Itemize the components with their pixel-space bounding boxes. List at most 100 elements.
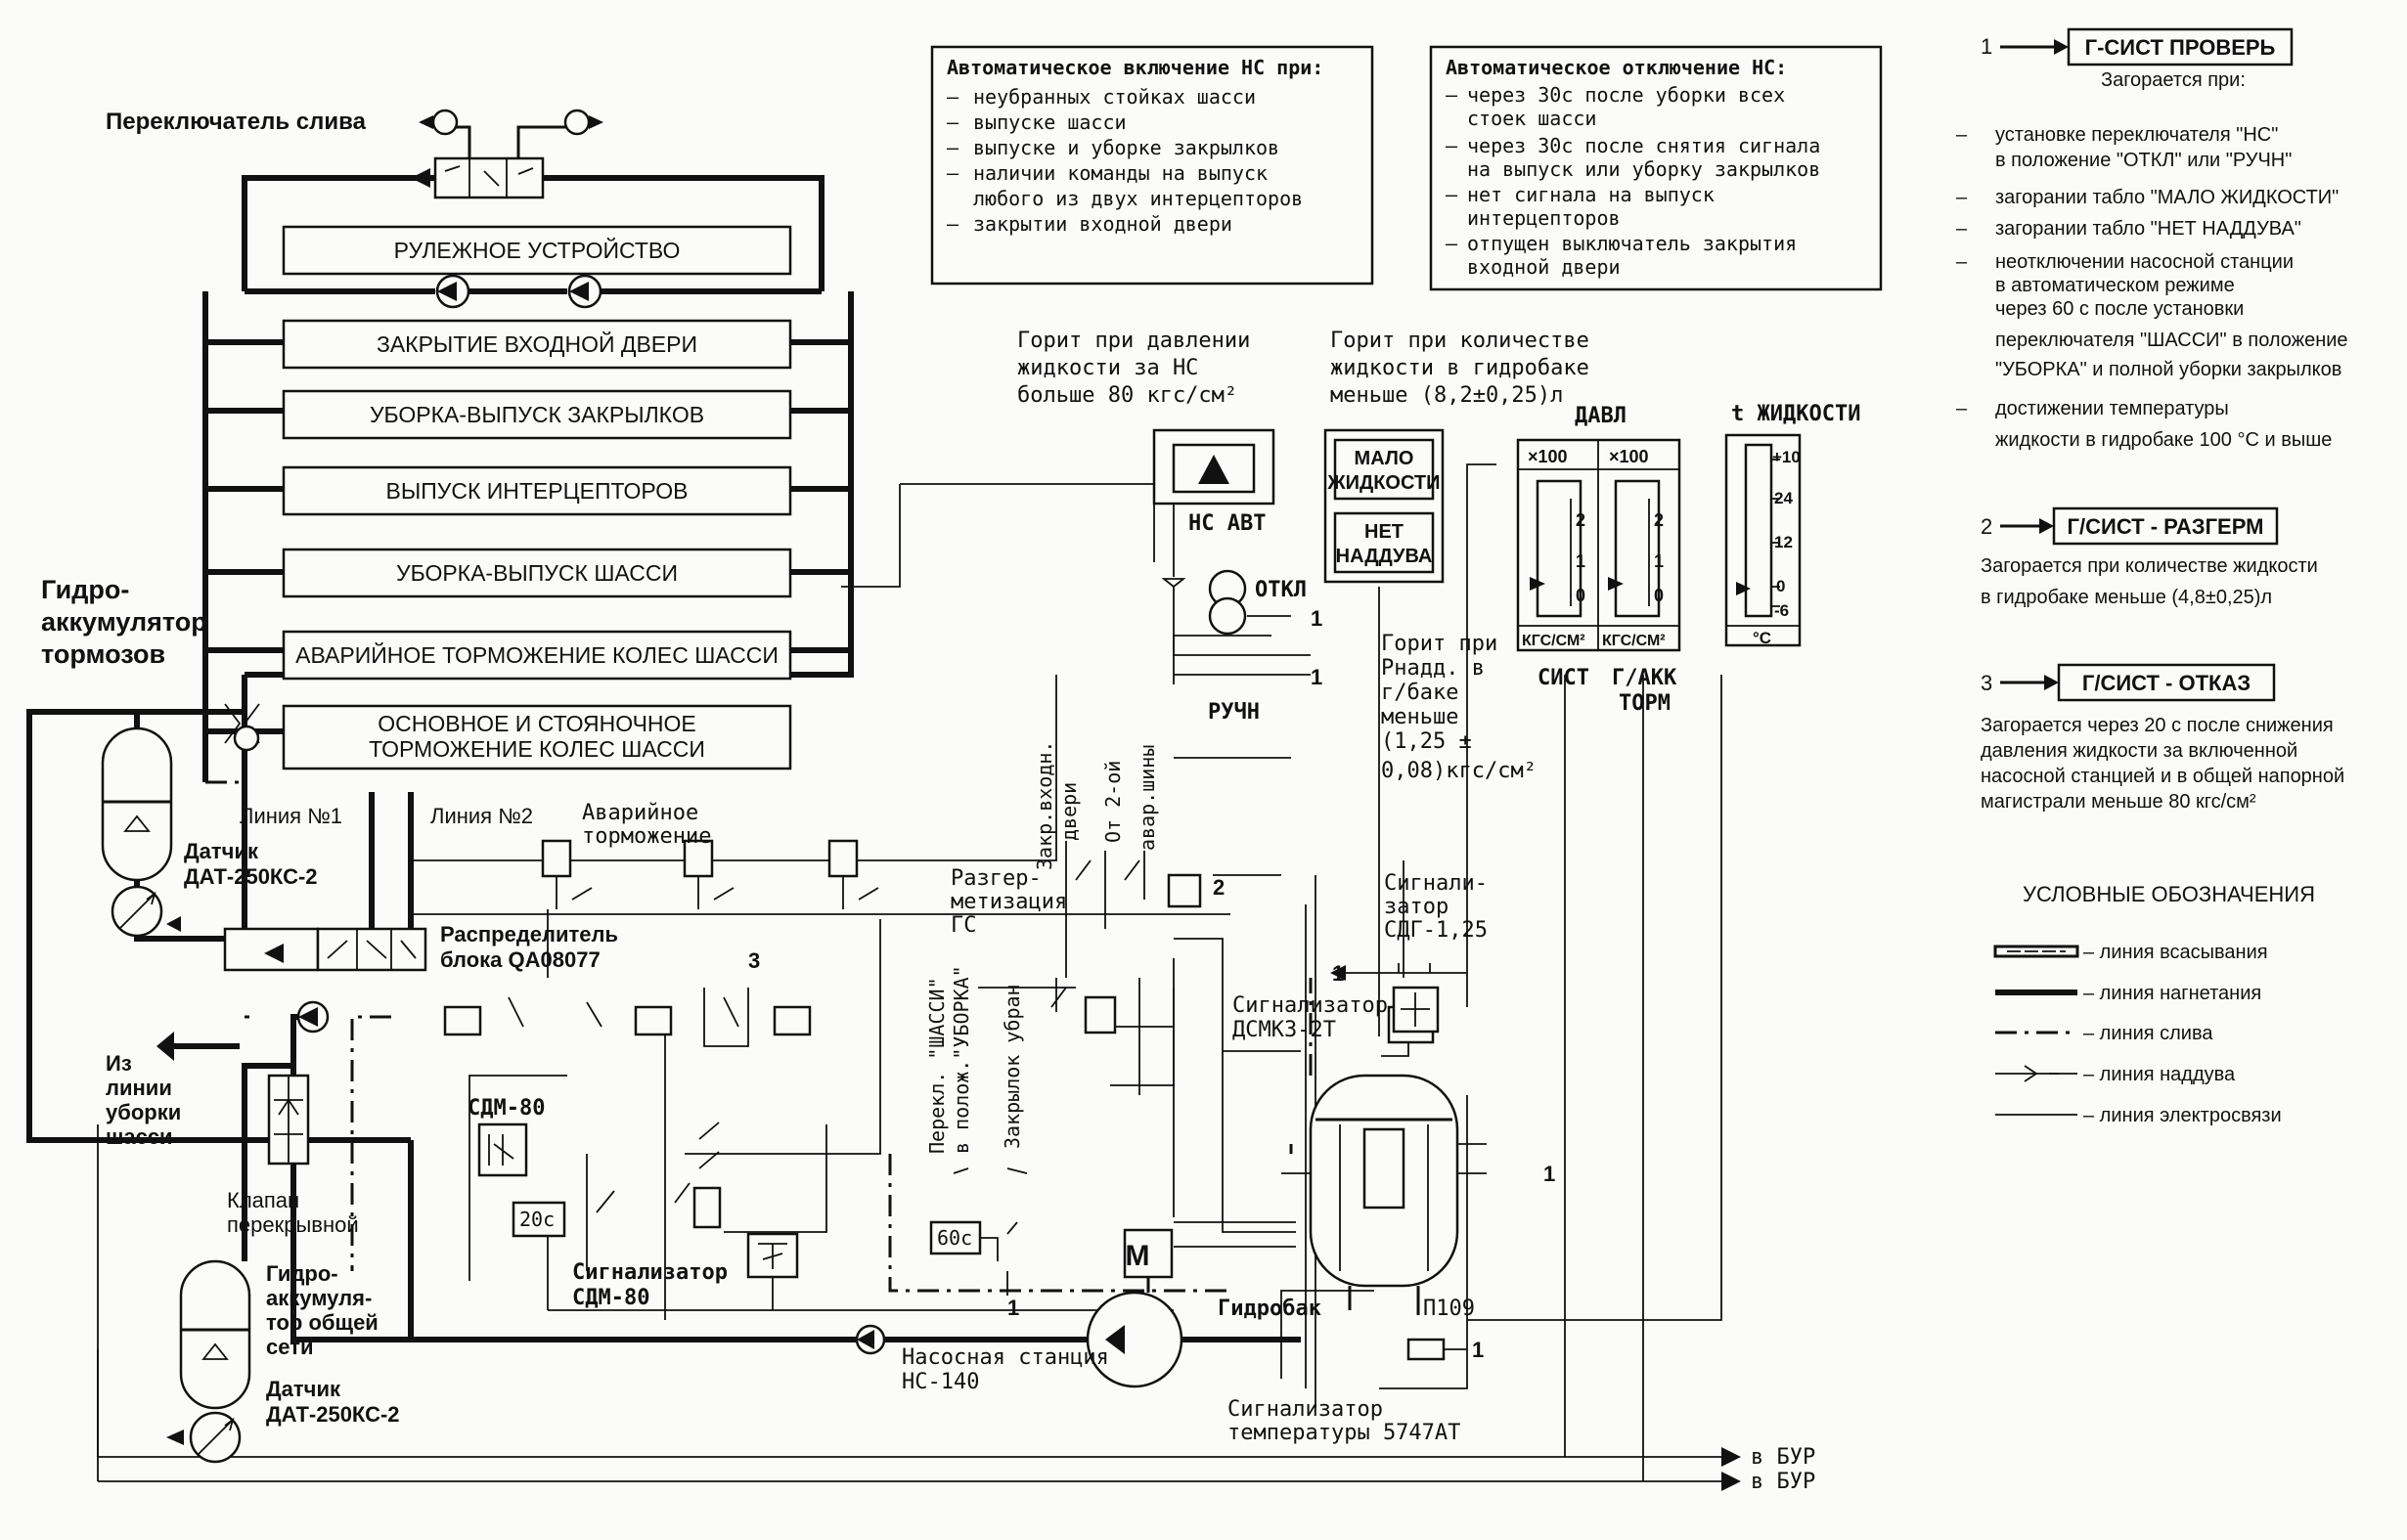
- svg-text:–: –: [1446, 232, 1458, 255]
- sdm80-gauge: [477, 1122, 528, 1177]
- svg-text:в автоматическом режиме: в автоматическом режиме: [1995, 275, 2235, 296]
- legend-1-subtitle: Загорается при:: [2101, 69, 2246, 91]
- no-boost-line2: НАДДУВА: [1336, 546, 1433, 567]
- sdm80-signaler-label: Сигнализатор СДМ-80: [572, 1260, 728, 1310]
- line1-label: Линия №1: [240, 804, 342, 828]
- svg-text:загорании табло "МАЛО ЖИДКОСТИ: загорании табло "МАЛО ЖИДКОСТИ": [1995, 187, 2339, 208]
- relay-block: [443, 839, 1202, 1310]
- svg-text:– линия электросвязи: – линия электросвязи: [2083, 1105, 2282, 1126]
- svg-text:нет сигнала на выпуск: нет сигнала на выпуск: [1467, 183, 1715, 206]
- warning-panel-labels: МАЛО ЖИДКОСТИ НЕТ НАДДУВА: [1327, 448, 1441, 567]
- svg-text:температуры 5747АТ: температуры 5747АТ: [1227, 1421, 1460, 1445]
- svg-text:Горит при давлении: Горит при давлении: [1017, 329, 1250, 353]
- svg-text:Закр.входн.: Закр.входн.: [1033, 741, 1056, 870]
- svg-text:через 60 с после установки: через 60 с после установки: [1995, 298, 2244, 320]
- ns-avt-lamp: [1152, 428, 1291, 636]
- svg-text:жидкости в гидробаке: жидкости в гидробаке: [1330, 356, 1589, 380]
- line-symbols: [1993, 945, 2079, 1116]
- distributor-valve: [223, 927, 427, 972]
- svg-text:ГС: ГС: [951, 913, 977, 938]
- svg-text:затор: затор: [1384, 895, 1449, 919]
- svg-text:переключателя "ШАССИ" в положе: переключателя "ШАССИ" в положение: [1995, 330, 2348, 351]
- svg-text:0: 0: [1654, 586, 1664, 605]
- svg-text:входной двери: входной двери: [1467, 255, 1621, 279]
- line-symbol-labels: – линия всасывания – линия нагнетания – …: [2083, 942, 2282, 1126]
- legend-2-num: 2: [1981, 514, 1992, 539]
- svg-text:– линия слива: – линия слива: [2083, 1023, 2213, 1044]
- svg-text:Автоматическое включение НС пр: Автоматическое включение НС при:: [947, 56, 1323, 79]
- gauge-x100-left: ×100: [1528, 447, 1568, 466]
- svg-text:1: 1: [1472, 1338, 1484, 1362]
- svg-text:г/баке: г/баке: [1381, 681, 1458, 705]
- svg-text:–: –: [1956, 187, 1968, 208]
- svg-text:жидкости за НС: жидкости за НС: [1017, 356, 1198, 380]
- svg-text:Из: Из: [106, 1051, 132, 1076]
- svg-text:Распределитель: Распределитель: [440, 922, 618, 946]
- pump-station: [855, 1228, 1301, 1388]
- shutoff-valve-label: Клапан перекрывной: [227, 1188, 359, 1237]
- pressure-sensor-top: [111, 885, 181, 938]
- svg-text:– линия наддува: – линия наддува: [2083, 1064, 2236, 1085]
- svg-text:Сигнализатор: Сигнализатор: [1232, 993, 1388, 1018]
- legend-1-bullets: –установке переключателя "НС" в положени…: [1956, 124, 2348, 451]
- gauge-unit-right: КГС/СМ²: [1602, 633, 1666, 649]
- brake-accumulator-label: Гидро- аккумулятор тормозов: [41, 575, 207, 669]
- shutoff-valve: [267, 1074, 310, 1166]
- vertical-relay-labels: Закр.входн. двери От 2-ой авар.шины Пере…: [925, 741, 1159, 1154]
- to-bur-2: в БУР: [1751, 1470, 1815, 1494]
- legend-2-lines: Загорается при количестве жидкости в гид…: [1981, 555, 2318, 608]
- svg-text:0: 0: [1576, 586, 1585, 605]
- svg-text:ДСМК3-2Т: ДСМК3-2Т: [1232, 1018, 1336, 1042]
- from-gear-retraction-label: Из линии уборки шасси: [106, 1051, 181, 1149]
- svg-text:3: 3: [748, 948, 760, 973]
- ns-avt-label: НС АВТ: [1188, 511, 1266, 536]
- temp-signaler-label: Сигнализатор температуры 5747АТ: [1227, 1397, 1460, 1445]
- gauge-label-gakk-1: Г/АКК: [1612, 666, 1677, 690]
- svg-text:уборки: уборки: [106, 1100, 181, 1124]
- consumer-door: ЗАКРЫТИЕ ВХОДНОЙ ДВЕРИ: [377, 330, 697, 357]
- svg-text:Автоматическое отключение НС:: Автоматическое отключение НС:: [1446, 56, 1787, 79]
- from-gear-retraction: [156, 1032, 240, 1061]
- auto-off-box: [1429, 45, 1883, 291]
- svg-text:наличии команды на выпуск: наличии команды на выпуск: [973, 161, 1268, 185]
- sensor-dat-bottom-label: Датчик ДАТ-250КС-2: [266, 1377, 400, 1427]
- sensor-dat-top-label: Датчик ДАТ-250КС-2: [184, 839, 318, 889]
- check-valves-top: [435, 274, 602, 309]
- svg-text:Горит при количестве: Горит при количестве: [1330, 329, 1589, 353]
- svg-text:–: –: [1956, 124, 1968, 146]
- svg-text:неубранных стойках шасси: неубранных стойках шасси: [973, 85, 1256, 109]
- svg-text:Сигнали-: Сигнали-: [1384, 871, 1488, 896]
- consumer-flaps: УБОРКА-ВЫПУСК ЗАКРЫЛКОВ: [370, 402, 704, 427]
- svg-text:– линия нагнетания: – линия нагнетания: [2083, 983, 2261, 1004]
- depressurization-label: Разгер- метизация ГС: [951, 866, 1067, 938]
- svg-text:выпуске шасси: выпуске шасси: [973, 110, 1127, 134]
- auto-on-text: Автоматическое включение НС при: – неубра…: [947, 56, 1323, 236]
- legend-2-title: Г/СИСТ - РАЗГЕРМ: [2068, 514, 2264, 539]
- consumer-main-brake-1: ОСНОВНОЕ И СТОЯНОЧНОЕ: [378, 711, 696, 736]
- gauge-temp-title: t ЖИДКОСТИ: [1731, 402, 1860, 426]
- dsmk-signaler-label: Сигнализатор ДСМК3-2Т: [1232, 993, 1388, 1042]
- svg-text:–: –: [1956, 398, 1968, 419]
- legend-item-3: [2000, 663, 2276, 702]
- brake-accumulator: [101, 726, 173, 882]
- svg-text:"УБОРКА" и полной уборки закры: "УБОРКА" и полной уборки закрылков: [1995, 359, 2341, 380]
- low-fluid-line2: ЖИДКОСТИ: [1327, 472, 1441, 494]
- svg-text:Рнадд. в: Рнадд. в: [1381, 656, 1485, 681]
- svg-text:загорании табло "НЕТ НАДДУВА": загорании табло "НЕТ НАДДУВА": [1995, 218, 2301, 240]
- pump-station-label: Насосная станция НС-140: [902, 1345, 1109, 1394]
- consumer-boxes: [282, 225, 792, 770]
- no-boost-line1: НЕТ: [1364, 521, 1404, 543]
- svg-text:–: –: [947, 212, 959, 236]
- svg-text:в положение "ОТКЛ" или "РУЧН": в положение "ОТКЛ" или "РУЧН": [1995, 150, 2292, 171]
- svg-text:стоек шасси: стоек шасси: [1467, 107, 1596, 130]
- svg-text:1: 1: [1311, 665, 1322, 689]
- svg-text:2: 2: [1213, 875, 1225, 900]
- svg-text:сети: сети: [266, 1335, 313, 1359]
- consumer-labels: РУЛЕЖНОЕ УСТРОЙСТВО ЗАКРЫТИЕ ВХОДНОЙ ДВЕ…: [295, 237, 779, 762]
- svg-text:Перекл. "ШАССИ": Перекл. "ШАССИ": [925, 977, 949, 1154]
- svg-text:-6: -6: [1774, 601, 1789, 620]
- gauge-label-gakk-2: ТОРМ: [1619, 691, 1671, 716]
- low-fluid-line1: МАЛО: [1355, 448, 1414, 469]
- distributor-label: Распределитель блока QA08077: [440, 922, 618, 972]
